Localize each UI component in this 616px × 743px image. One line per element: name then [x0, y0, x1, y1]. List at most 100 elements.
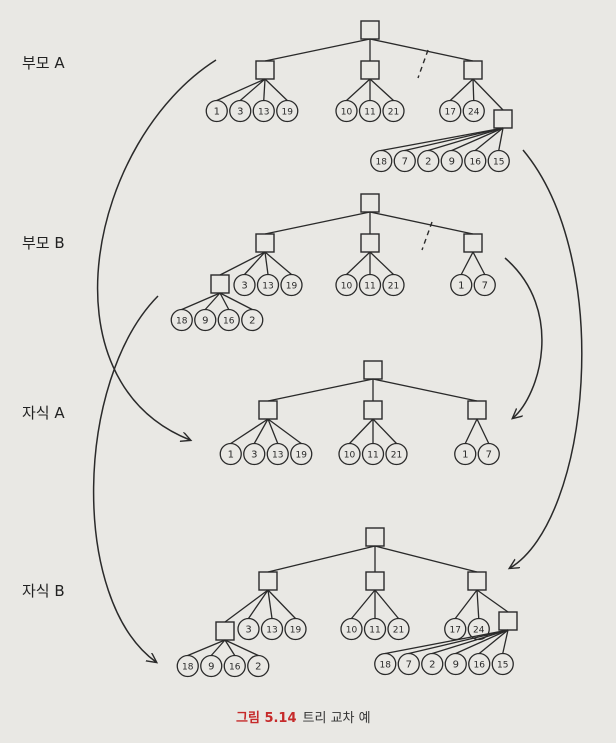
branch-edge: [385, 629, 509, 655]
leaf-label: 3: [251, 450, 257, 461]
leaf-label: 13: [266, 626, 277, 636]
leaf-label: 1: [462, 450, 468, 461]
leaf-label: 1: [458, 281, 464, 292]
branch-edge: [263, 78, 266, 101]
leaf-label: 3: [237, 107, 243, 118]
leaf-node: [280, 273, 303, 297]
leaf-label: 9: [208, 662, 214, 673]
leaf-label: 1: [228, 450, 234, 461]
branch-edge: [253, 418, 269, 444]
branch-edge: [267, 418, 279, 444]
leaf-node: [450, 273, 473, 297]
internal-node: [255, 233, 275, 253]
leaf-label: 9: [449, 157, 455, 168]
leaf-label: 11: [367, 451, 378, 461]
leaf-node: [284, 617, 307, 641]
leaf-label: 2: [255, 662, 261, 673]
branch-edge: [498, 127, 504, 151]
branch-edge: [350, 589, 376, 619]
branch-edge: [432, 629, 509, 655]
branch-edge: [372, 418, 397, 444]
leaf-label: 11: [364, 108, 375, 118]
branch-edge: [476, 589, 480, 619]
branch-edge: [267, 418, 302, 445]
branch-edge: [239, 78, 266, 101]
leaf-label: 16: [223, 317, 235, 327]
root-node: [360, 193, 380, 213]
leaf-node: [200, 654, 223, 678]
leaf-node: [444, 652, 467, 676]
label-child-a: 자식 A: [22, 404, 65, 422]
branch-edge: [381, 127, 504, 152]
root-node: [363, 360, 383, 380]
leaf-node: [194, 308, 217, 332]
branch-edge: [449, 78, 474, 101]
leaf-node: [387, 617, 410, 641]
leaf-node: [237, 617, 260, 641]
leaf-node: [473, 273, 496, 297]
leaf-label: 17: [445, 108, 456, 118]
leaf-label: 24: [468, 108, 480, 118]
branch-edge: [264, 251, 292, 275]
leaf-label: 3: [241, 281, 247, 292]
leaf-node: [241, 308, 264, 332]
leaf-label: 2: [425, 157, 431, 168]
internal-node: [258, 400, 278, 420]
branch-edge: [472, 251, 486, 275]
leaf-label: 18: [182, 663, 194, 673]
branch-edge: [216, 78, 266, 102]
branch-edge: [374, 589, 400, 619]
leaf-node: [340, 617, 363, 641]
leaf-node: [335, 99, 358, 123]
internal-node: [363, 400, 383, 420]
internal-node: [463, 233, 483, 253]
leaf-label: 17: [450, 626, 461, 636]
leaf-label: 19: [282, 108, 294, 118]
figure-number: 그림 5.14: [236, 711, 297, 726]
leaf-node: [176, 654, 199, 678]
branch-edge: [454, 589, 478, 619]
subtree-node: [210, 274, 230, 294]
figure-title: 트리 교차 예: [302, 711, 371, 726]
leaf-label: 13: [262, 282, 273, 292]
leaf-node: [358, 273, 382, 297]
subtree-node: [215, 621, 235, 641]
leaf-label: 11: [364, 282, 375, 292]
leaf-label: 7: [402, 157, 408, 168]
label-parent-a: 부모 A: [22, 54, 65, 72]
branch-edge: [267, 589, 296, 619]
leaf-node: [290, 442, 313, 466]
root-edge: [369, 38, 474, 62]
internal-node: [258, 571, 278, 591]
leaf-node: [393, 149, 416, 173]
leaf-label: 21: [391, 451, 402, 461]
leaf-node: [477, 442, 500, 466]
leaf-label: 2: [249, 316, 255, 327]
branch-edge: [478, 629, 509, 655]
leaf-label: 16: [470, 158, 482, 168]
figure-caption: 그림 5.14 트리 교차 예: [236, 707, 371, 726]
leaf-label: 19: [286, 282, 298, 292]
leaf-label: 9: [202, 316, 208, 327]
branch-edge: [219, 292, 253, 311]
branch-edge: [230, 418, 269, 445]
leaf-node: [417, 149, 440, 173]
leaf-node: [217, 308, 240, 332]
leaf-node: [382, 273, 405, 297]
root-edge: [374, 545, 478, 573]
root-node: [360, 20, 380, 40]
leaf-node: [247, 654, 270, 678]
arrow-parent-a-subtree-to-child-b: [510, 149, 583, 568]
leaf-label: 10: [341, 282, 353, 292]
root-edge: [369, 211, 474, 235]
root-edge: [267, 545, 376, 573]
leaf-label: 15: [497, 661, 508, 671]
leaf-node: [260, 617, 284, 641]
branch-edge: [346, 251, 371, 275]
leaf-node: [229, 99, 252, 123]
branch-edge: [369, 78, 394, 101]
internal-node: [463, 60, 483, 80]
leaf-node: [382, 99, 405, 123]
